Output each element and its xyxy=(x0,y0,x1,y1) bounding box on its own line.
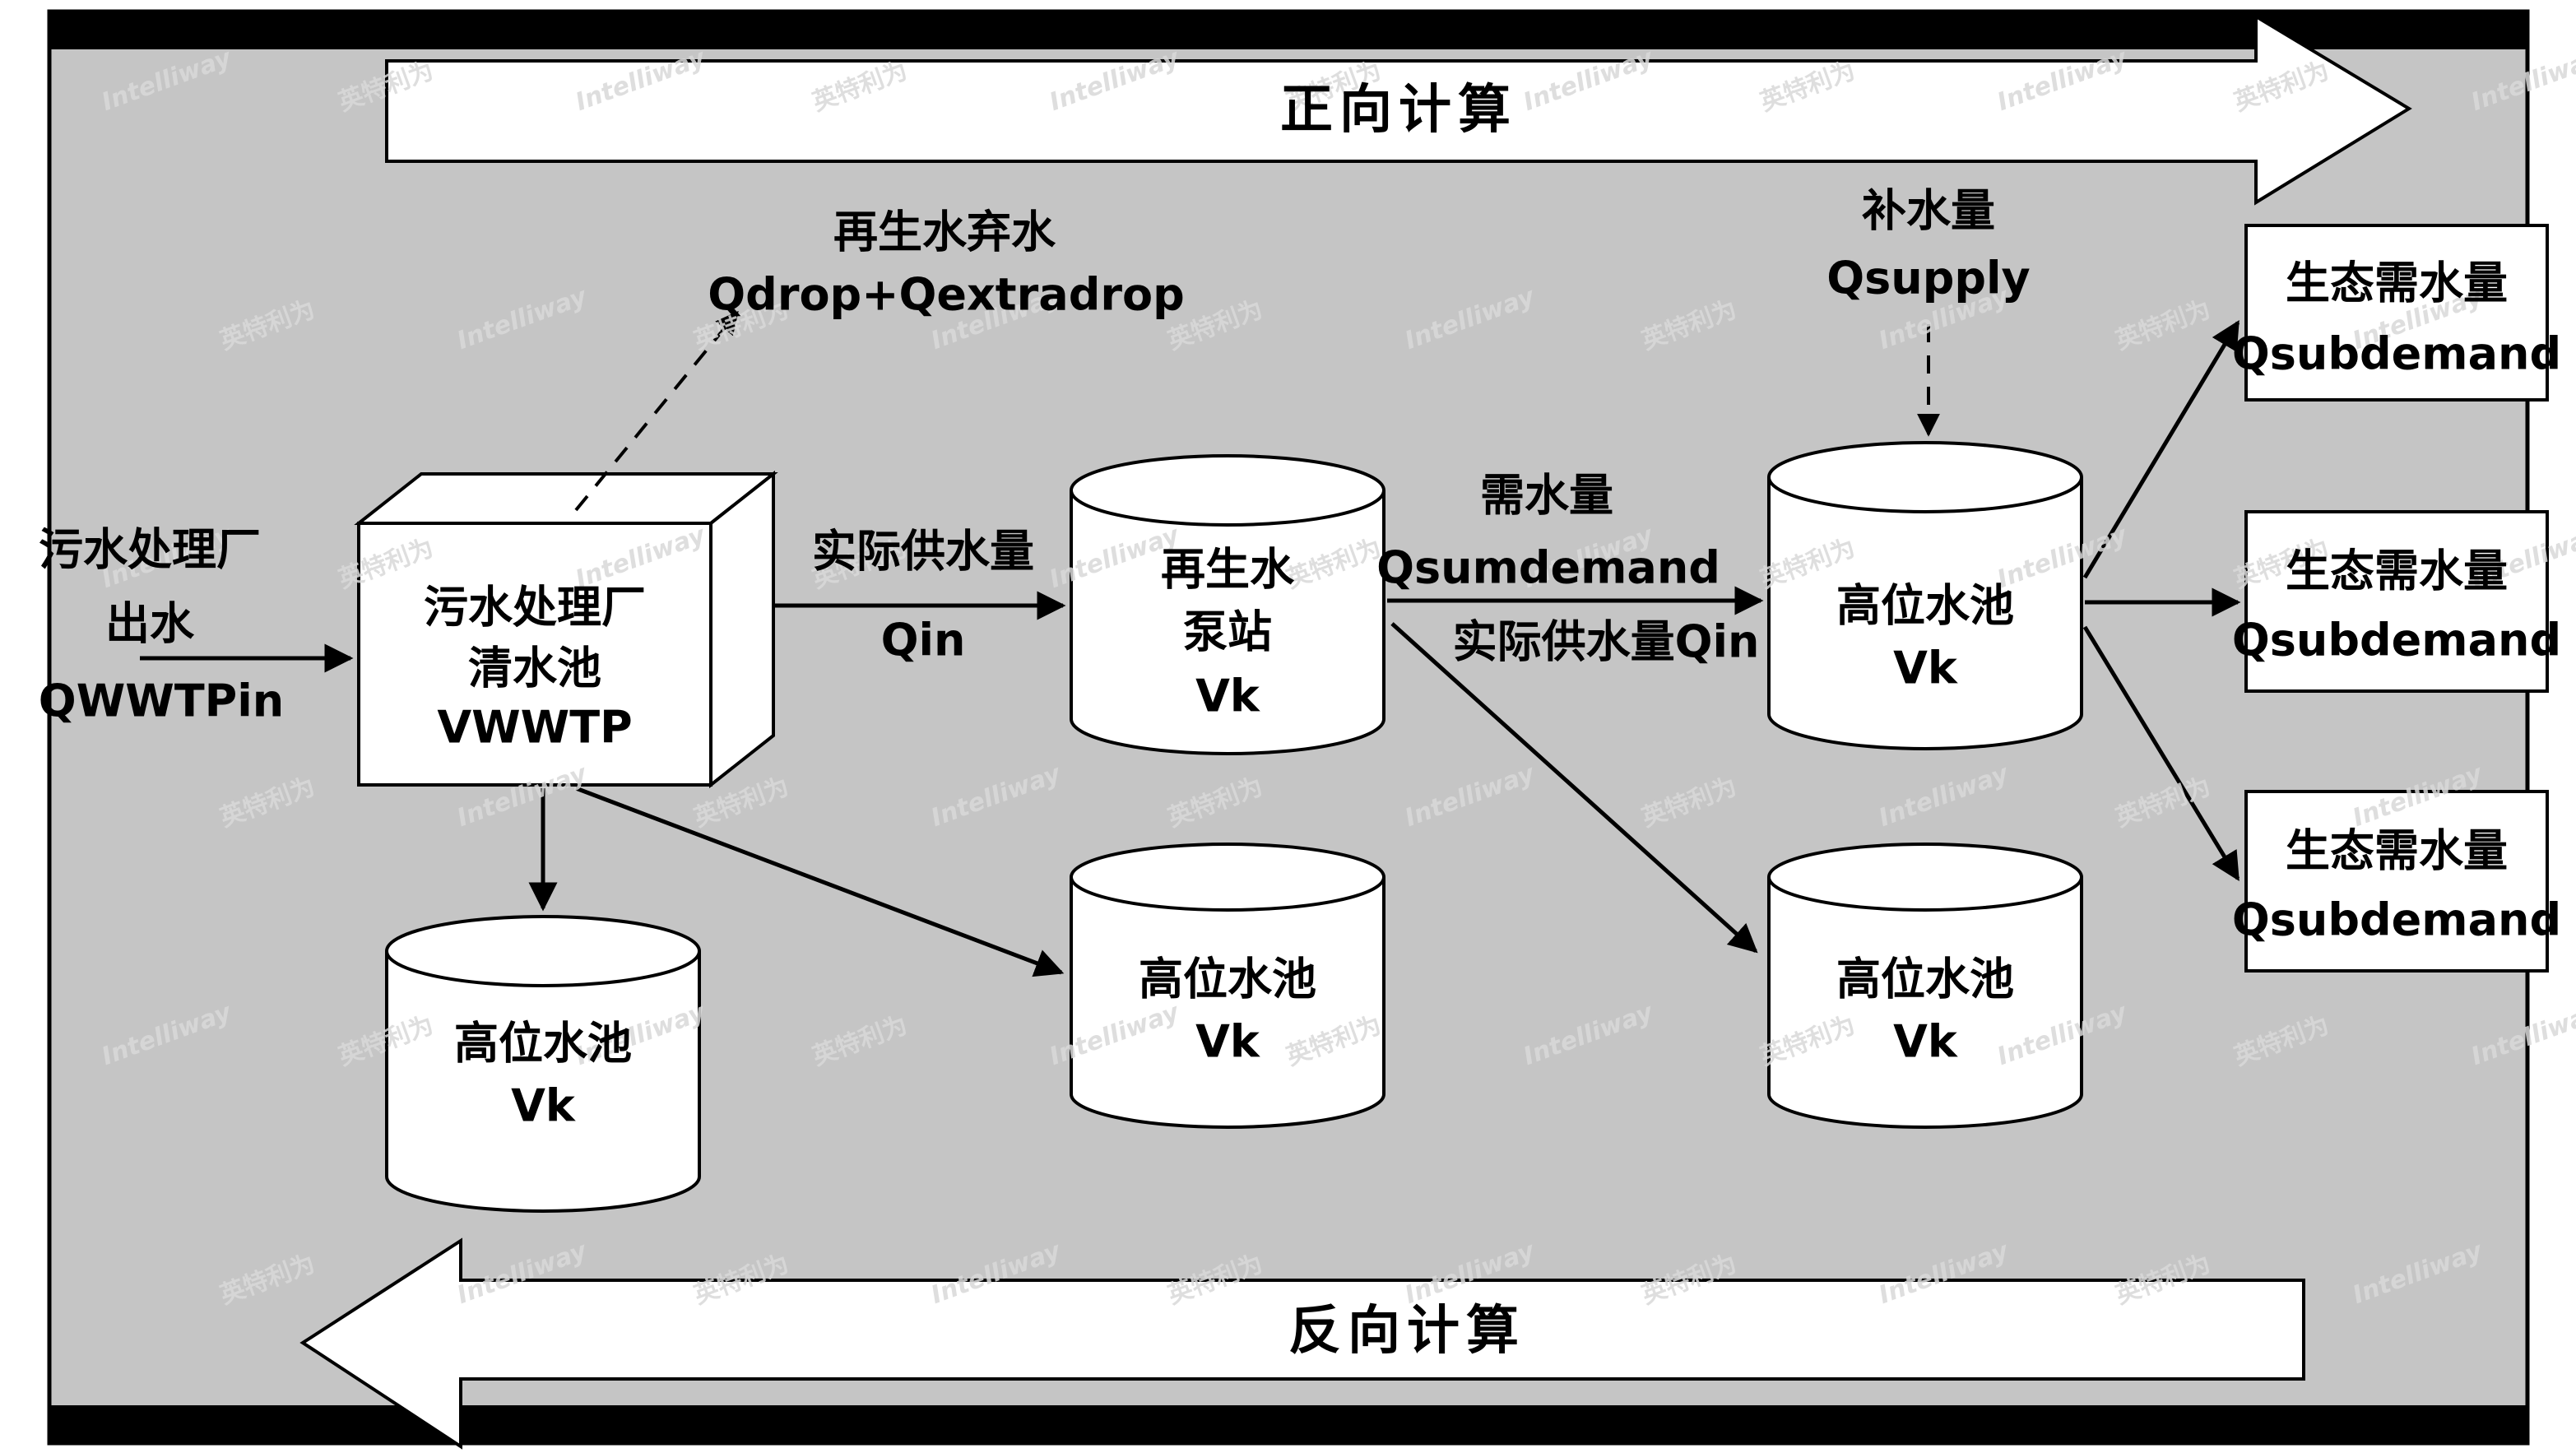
bottom-tank-left-line1: 高位水池 xyxy=(454,1017,632,1070)
qin-edge-label: 实际供水量 xyxy=(812,525,1034,578)
pump-line1: 再生水 xyxy=(1161,543,1294,596)
bottom-tank-middle-line1: 高位水池 xyxy=(1139,953,1316,1005)
arrow-high-tank-to-eco3 xyxy=(2082,625,2240,881)
bottom-tank-right-line1: 高位水池 xyxy=(1836,953,2014,1005)
source-flow-label: QWWTPin xyxy=(38,675,285,727)
source-label-line1: 污水处理厂 xyxy=(39,523,261,576)
backward-banner-label: 反向计算 xyxy=(1288,1300,1525,1362)
arrow-drop-dashed xyxy=(574,310,739,512)
wwtp-box-shape xyxy=(354,470,778,789)
eco-box-2-line1: 生态需水量 xyxy=(2286,545,2508,597)
bottom-tank-left-line2: Vk xyxy=(511,1079,575,1132)
high-tank-main-line2: Vk xyxy=(1893,642,1957,694)
demand-edge-value: Qsumdemand xyxy=(1376,541,1720,594)
demand-edge-label: 需水量 xyxy=(1480,469,1613,522)
source-label-line2: 出水 xyxy=(105,597,194,650)
arrow-high-tank-to-eco1 xyxy=(2082,319,2240,579)
bottom-tank-right-shape xyxy=(1767,843,2083,1129)
wwtp-box-line2: 清水池 xyxy=(468,642,601,694)
eco-box-1-line2: Qsubdemand xyxy=(2231,327,2562,380)
bottom-tank-middle-line2: Vk xyxy=(1195,1015,1260,1068)
eco-box-3-shape xyxy=(2244,790,2549,973)
demand-edge-below: 实际供水量Qin xyxy=(1452,615,1760,668)
eco-box-1-shape xyxy=(2244,224,2549,402)
supply-value: Qsupply xyxy=(1826,252,2031,304)
drop-label-line1: 再生水弃水 xyxy=(833,206,1056,258)
arrow-pump-to-bottom-right xyxy=(1390,622,1758,954)
pump-line2: 泵站 xyxy=(1183,606,1272,658)
supply-label: 补水量 xyxy=(1862,184,1995,237)
eco-box-3-line2: Qsubdemand xyxy=(2231,894,2562,946)
bottom-tank-middle-shape xyxy=(1070,843,1385,1129)
wwtp-box-line1: 污水处理厂 xyxy=(424,581,646,634)
high-tank-main-line1: 高位水池 xyxy=(1836,579,2014,632)
bottom-tank-right-line2: Vk xyxy=(1893,1015,1957,1068)
eco-box-3-line1: 生态需水量 xyxy=(2286,824,2508,877)
pump-line3: Vk xyxy=(1195,670,1260,722)
top-black-bar xyxy=(49,12,2527,49)
forward-banner-label: 正向计算 xyxy=(1280,79,1517,141)
forward-banner-arrow xyxy=(385,13,2412,206)
arrow-box-to-bottom-middle xyxy=(575,786,1065,977)
dashed-arrows xyxy=(574,310,1940,512)
bottom-tank-left-shape xyxy=(385,915,701,1213)
drop-label-line2: Qdrop+Qextradrop xyxy=(708,268,1185,321)
eco-box-2-shape xyxy=(2244,510,2549,693)
backward-banner-arrow xyxy=(299,1237,2305,1450)
eco-box-1-line1: 生态需水量 xyxy=(2286,257,2508,309)
high-tank-main-shape xyxy=(1767,441,2083,750)
eco-box-2-line2: Qsubdemand xyxy=(2231,614,2562,666)
flow-arrows xyxy=(140,319,2241,977)
qin-edge-value: Qin xyxy=(880,614,966,666)
wwtp-box-line3: VWWTP xyxy=(437,701,633,754)
pump-cylinder-shape xyxy=(1070,454,1385,755)
